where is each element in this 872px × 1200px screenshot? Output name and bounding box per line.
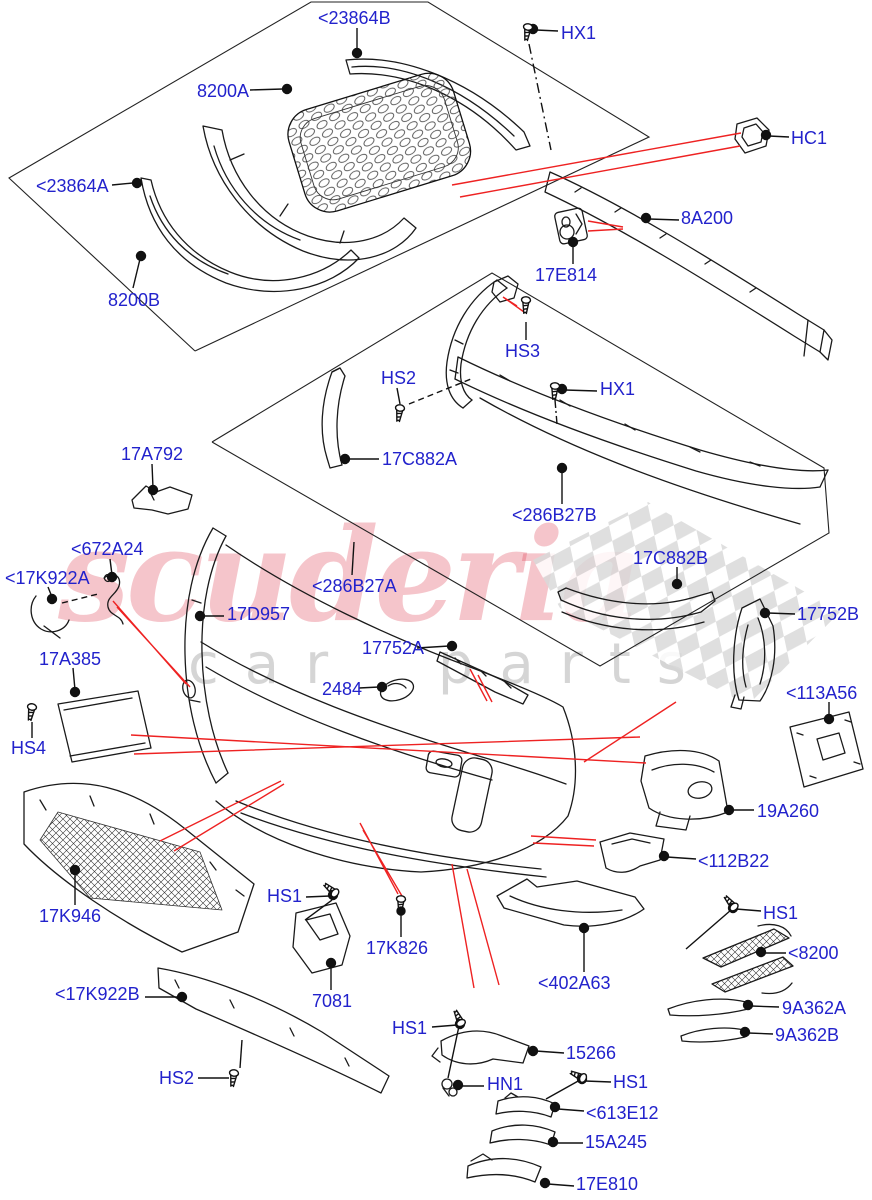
part-label-15A245[interactable]: 15A245 (585, 1132, 648, 1152)
part-label-17K826[interactable]: 17K826 (366, 938, 429, 958)
part-label-HS2-mid[interactable]: HS2 (381, 368, 417, 388)
part-label-HS3[interactable]: HS3 (505, 341, 541, 361)
part-label-HS1-right[interactable]: HS1 (763, 903, 799, 923)
part-drawing-17752A (436, 651, 529, 705)
bolt-icon (519, 295, 532, 315)
part-label-402A63[interactable]: <402A63 (538, 973, 611, 993)
part-label-286B27A[interactable]: <286B27A (312, 576, 397, 596)
part-label-8A200[interactable]: 8A200 (681, 208, 734, 228)
part-drawing-9A362B (680, 1027, 746, 1043)
part-drawing-8200B (140, 177, 360, 293)
part-drawing-613E12 (495, 1092, 556, 1118)
part-drawing-17A385 (57, 690, 152, 763)
part-label-17K922B[interactable]: <17K922B (55, 984, 140, 1004)
part-drawing-19A260 (640, 749, 729, 831)
part-label-17E810[interactable]: 17E810 (576, 1174, 639, 1194)
part-drawing-8200A (287, 72, 472, 213)
part-drawing-grille-surround (202, 125, 417, 261)
part-label-17K946[interactable]: 17K946 (39, 906, 102, 926)
part-drawing-HC1 (734, 117, 770, 154)
part-label-17A385[interactable]: 17A385 (39, 649, 102, 669)
bolt-icon (392, 403, 406, 424)
part-label-9A362B[interactable]: 9A362B (775, 1025, 840, 1045)
part-drawing-HS3 (491, 275, 519, 303)
part-drawing-112B22 (599, 832, 665, 873)
checkered-flag-watermark (533, 502, 840, 705)
part-drawing-17K946 (23, 782, 255, 953)
part-label-2484[interactable]: 2484 (322, 679, 363, 699)
part-drawing-8200-bezel (702, 923, 794, 995)
plate-outlines (8, 1, 830, 667)
part-drawing-15266 (431, 1030, 530, 1065)
part-label-HX1-mid[interactable]: HX1 (600, 379, 636, 399)
part-label-HC1[interactable]: HC1 (791, 128, 828, 148)
part-drawing-upper-channel (445, 279, 508, 409)
part-drawing-15A245 (489, 1124, 556, 1146)
part-drawing-7081 (292, 902, 351, 974)
part-label-17A792[interactable]: 17A792 (121, 444, 184, 464)
part-label-8200A[interactable]: 8200A (197, 81, 250, 101)
part-drawing-8A200 (544, 171, 833, 361)
part-drawing-402A63 (496, 878, 645, 927)
part-drawing-HN1 (441, 1078, 458, 1097)
part-label-HS4[interactable]: HS4 (11, 738, 47, 758)
part-label-9A362A[interactable]: 9A362A (782, 998, 847, 1018)
part-label-HS1-center[interactable]: HS1 (267, 886, 303, 906)
part-label-HS1-bottom[interactable]: HS1 (392, 1018, 428, 1038)
part-label-613E12[interactable]: <613E12 (586, 1103, 659, 1123)
part-label-672A24[interactable]: <672A24 (71, 539, 144, 559)
part-label-17752B[interactable]: 17752B (797, 604, 860, 624)
part-label-8200-bezel[interactable]: <8200 (788, 943, 839, 963)
part-drawing-9A362A (667, 998, 749, 1017)
part-label-HN1[interactable]: HN1 (487, 1074, 524, 1094)
part-drawing-17K922B (157, 967, 390, 1094)
bolt-icon (720, 892, 741, 914)
part-drawing-17A792 (131, 485, 193, 515)
part-label-23864B[interactable]: <23864B (318, 8, 391, 28)
part-label-113A56[interactable]: <113A56 (786, 683, 858, 703)
part-drawing-17752B (730, 598, 776, 710)
part-label-15266[interactable]: 15266 (566, 1043, 617, 1063)
bolt-icon (226, 1068, 240, 1089)
part-label-286B27B[interactable]: <286B27B (512, 505, 597, 525)
part-label-19A260[interactable]: 19A260 (757, 801, 820, 821)
part-label-17C882B[interactable]: 17C882B (633, 548, 709, 568)
part-label-8200B[interactable]: 8200B (108, 290, 161, 310)
part-label-17E814[interactable]: 17E814 (535, 265, 598, 285)
part-drawing-17E810 (466, 1153, 542, 1183)
part-label-HS1-bottom-right[interactable]: HS1 (613, 1072, 649, 1092)
part-drawing-17C882A (321, 367, 346, 469)
part-label-17C882A[interactable]: 17C882A (382, 449, 458, 469)
part-label-17D957[interactable]: 17D957 (227, 604, 291, 624)
part-label-23864A[interactable]: <23864A (36, 176, 109, 196)
part-label-112B22[interactable]: <112B22 (698, 851, 770, 871)
part-label-HX1-top[interactable]: HX1 (561, 23, 597, 43)
part-label-7081[interactable]: 7081 (312, 991, 353, 1011)
part-label-17K922A[interactable]: <17K922A (5, 568, 90, 588)
part-drawing-17C882B (557, 587, 716, 631)
part-drawing-2484 (379, 678, 415, 702)
part-drawing-17K922A (30, 595, 70, 639)
bolt-icon (24, 702, 38, 723)
red-callout-lines (112, 132, 742, 989)
part-label-HS2-bottom[interactable]: HS2 (159, 1068, 195, 1088)
part-label-17752A[interactable]: 17752A (362, 638, 425, 658)
part-drawing-286B27B (454, 356, 829, 525)
